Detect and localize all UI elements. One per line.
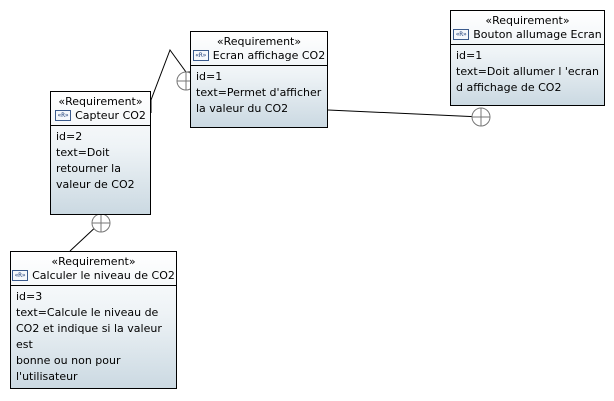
requirement-id: id=1	[456, 49, 483, 62]
requirement-box-calculer[interactable]: «Requirement» «R»Calculer le niveau de C…	[10, 251, 177, 389]
requirement-text-line: d affichage de CO2	[456, 81, 562, 94]
requirement-header: «Requirement» «R»Ecran affichage CO2	[191, 32, 327, 66]
containment-link-bouton-ecran[interactable]	[327, 109, 482, 118]
requirement-text-line: text=Doit	[56, 146, 110, 159]
requirement-text-line: valeur de CO2	[56, 178, 135, 191]
requirement-attributes: id=2 text=Doit retourner la valeur de CO…	[51, 126, 150, 193]
stereotype-label: «Requirement»	[58, 95, 143, 108]
requirement-attributes: id=1 text=Permet d'afficher la valeur du…	[191, 66, 327, 117]
requirement-attributes: id=1 text=Doit allumer l 'ecran d affich…	[451, 45, 604, 96]
requirement-name: Ecran affichage CO2	[212, 49, 326, 62]
requirement-header: «Requirement» «R»Bouton allumage Ecran	[451, 11, 604, 45]
requirement-name-row: «R»Ecran affichage CO2	[191, 49, 327, 63]
requirement-attributes: id=3 text=Calcule le niveau de CO2 et in…	[11, 286, 176, 385]
requirement-name: Bouton allumage Ecran	[473, 28, 602, 41]
requirement-icon: «R»	[55, 109, 72, 121]
requirement-text-line: text=Doit allumer l 'ecran	[456, 65, 599, 78]
stereotype-label: «Requirement»	[485, 14, 570, 27]
containment-marker-bouton[interactable]	[471, 107, 491, 127]
stereotype-label: «Requirement»	[51, 255, 136, 268]
requirement-text-line: CO2 et indique si la valeur est	[16, 322, 162, 351]
stereotype-label: «Requirement»	[216, 35, 302, 48]
requirement-header: «Requirement» «R»Capteur CO2	[51, 92, 150, 126]
requirement-icon: «R»	[192, 49, 209, 61]
requirement-box-capteur[interactable]: «Requirement» «R»Capteur CO2 id=2 text=D…	[50, 91, 151, 215]
requirement-icon: «R»	[453, 28, 470, 40]
requirement-text-line: l'utilisateur	[16, 370, 78, 383]
requirement-icon: «R»	[12, 269, 29, 281]
requirement-text-line: la valeur du CO2	[196, 102, 289, 115]
requirement-id: id=3	[16, 290, 43, 303]
requirement-id: id=2	[56, 130, 83, 143]
requirement-header: «Requirement» «R»Calculer le niveau de C…	[11, 252, 176, 286]
requirement-name: Calculer le niveau de CO2	[32, 269, 175, 282]
requirement-text-line: text=Permet d'afficher	[196, 86, 322, 99]
requirement-name: Capteur CO2	[75, 109, 146, 122]
containment-marker-capteur[interactable]	[91, 213, 111, 233]
requirement-text-line: text=Calcule le niveau de	[16, 306, 159, 319]
requirement-name-row: «R»Capteur CO2	[51, 109, 150, 123]
requirement-name-row: «R»Bouton allumage Ecran	[451, 28, 604, 42]
requirement-text-line: bonne ou non pour	[16, 354, 121, 367]
requirement-name-row: «R»Calculer le niveau de CO2	[11, 269, 176, 283]
requirement-box-ecran[interactable]: «Requirement» «R»Ecran affichage CO2 id=…	[190, 31, 328, 128]
requirement-text-line: retourner la	[56, 162, 121, 175]
requirement-id: id=1	[196, 70, 223, 83]
requirement-box-bouton[interactable]: «Requirement» «R»Bouton allumage Ecran i…	[450, 10, 605, 106]
